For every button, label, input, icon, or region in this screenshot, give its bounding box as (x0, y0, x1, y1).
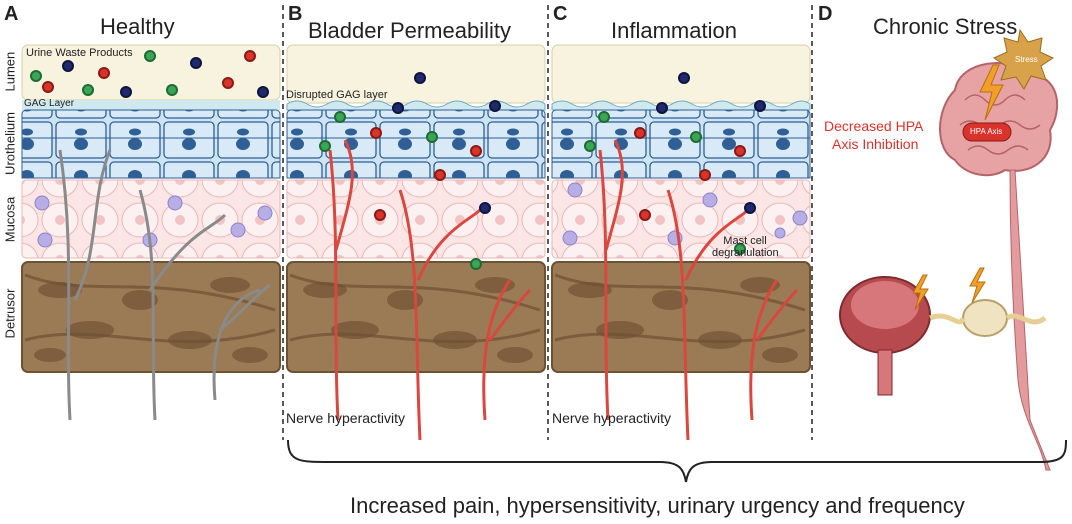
urine-waste-label: Urine Waste Products (26, 47, 133, 59)
stress-label: Stress (1015, 55, 1038, 64)
gag-layer-a (22, 100, 280, 110)
ganglion-lightning-icon (969, 267, 986, 304)
mast-cell-label: Mast cell degranulation (712, 235, 779, 259)
layer-label-mucosa: Mucosa (2, 196, 18, 243)
immune-cells (34, 182, 808, 248)
spinal-ganglion-icon (962, 299, 1008, 337)
brain-icon (939, 62, 1058, 177)
panel-b-letter: B (288, 3, 303, 25)
active-nerves-b (328, 139, 532, 441)
lightning-icon (979, 64, 1004, 121)
panel-c-title: Inflammation (611, 18, 737, 43)
panel-a-tissue (21, 44, 281, 373)
panel-a-letter: A (4, 3, 19, 25)
layer-label-lumen: Lumen (2, 51, 18, 92)
hpa-axis-marker (962, 122, 1012, 142)
panel-a-title: Healthy (100, 14, 175, 39)
disrupted-gag-label: Disrupted GAG layer (286, 89, 388, 101)
stress-burst-icon (992, 28, 1055, 90)
healthy-nerves (58, 149, 271, 421)
bladder-lightning-icon (912, 274, 929, 311)
urine-waste-particles (30, 50, 766, 270)
detrusor-muscle-cells (34, 277, 798, 363)
spinal-cord-icon (1009, 169, 1051, 471)
hpa-axis-label: HPA Axis (970, 127, 1003, 136)
footer-brace (287, 439, 1067, 483)
hpa-label-line1: Decreased HPA (824, 118, 924, 134)
panel-c-tissue (551, 44, 811, 373)
footer-summary: Increased pain, hypersensitivity, urinar… (350, 493, 965, 518)
nerve-hyperactivity-c: Nerve hyperactivity (552, 410, 672, 426)
panel-separators (282, 5, 813, 440)
nerve-hyperactivity-b: Nerve hyperactivity (286, 410, 406, 426)
layer-label-detrusor: Detrusor (2, 288, 18, 339)
gag-layer-label: GAG Layer (24, 98, 75, 109)
panel-d-illustration (839, 28, 1058, 471)
hpa-label-line2: Axis Inhibition (832, 136, 919, 152)
panel-c-letter: C (553, 3, 568, 25)
panel-b-title: Bladder Permeability (308, 18, 511, 43)
active-nerves-c (598, 139, 799, 441)
panel-d-letter: D (818, 3, 833, 25)
panel-d-title: Chronic Stress (873, 14, 1018, 39)
disrupted-gag-layer (286, 100, 546, 111)
layer-label-urothelium: Urothelium (2, 112, 18, 175)
